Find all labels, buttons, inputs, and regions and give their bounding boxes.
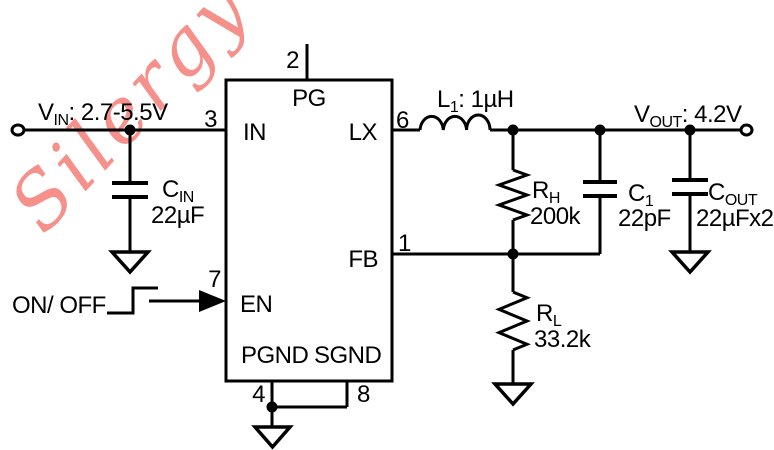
resistor-rl (491, 254, 535, 407)
cin-value-label: 22µF (151, 202, 204, 229)
ground-symbol-pgnd (251, 425, 294, 450)
pin-number-7: 7 (208, 266, 221, 293)
cout-ref-label: COUT (708, 179, 758, 209)
l1-label: L1: 1µH (437, 86, 514, 116)
rh-ref-label: RH (532, 177, 560, 207)
rising-edge-icon (107, 286, 158, 315)
pin-name-pg: PG (292, 85, 326, 112)
rh-value-label: 200k (530, 203, 582, 230)
pin-number-3: 3 (204, 106, 217, 133)
inductor-l1 (418, 113, 492, 131)
rl-ref-label: RL (536, 300, 562, 330)
pin-name-en: EN (240, 291, 272, 318)
c1-ref-label: C1 (628, 180, 654, 210)
capacitor-c1 (583, 130, 617, 254)
vin-label: VIN: 2.7-5.5V (38, 99, 168, 129)
input-terminal (10, 123, 26, 137)
pin-name-in: IN (243, 119, 266, 146)
cin-ref-label: CIN (162, 176, 194, 206)
ground-symbol-cout (668, 250, 712, 275)
pin-number-4: 4 (252, 381, 265, 408)
capacitor-cout (668, 130, 712, 275)
capacitor-cin (108, 130, 152, 275)
pin-name-sgnd: SGND (314, 342, 382, 369)
pin-name-lx: LX (349, 119, 378, 146)
ground-symbol-cin (108, 250, 152, 275)
en-arrowhead-icon (199, 290, 226, 312)
output-terminal (739, 123, 754, 137)
vout-label: VOUT: 4.2V (634, 101, 742, 131)
pin-name-fb: FB (348, 246, 378, 273)
pin-number-2: 2 (286, 47, 299, 74)
pin-name-pgnd: PGND (241, 342, 309, 369)
pin-number-6: 6 (396, 107, 409, 134)
pgnd-sgnd-ground (251, 381, 349, 450)
rl-value-label: 33.2k (534, 326, 592, 353)
ic-body (224, 78, 394, 383)
ground-symbol-rl (491, 382, 535, 407)
pin-number-1: 1 (398, 230, 411, 257)
on-off-label: ON/ OFF (12, 292, 106, 319)
resistor-rh (494, 130, 532, 254)
pin-number-8: 8 (357, 381, 370, 408)
cout-value-label: 22µFx2 (696, 205, 774, 232)
c1-value-label: 22pF (618, 205, 671, 232)
